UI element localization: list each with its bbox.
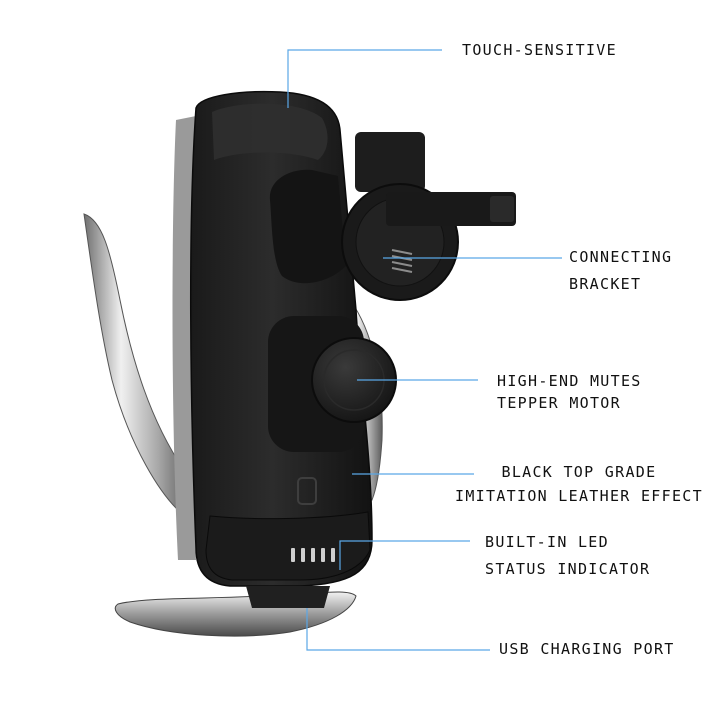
connecting-bracket bbox=[269, 132, 516, 301]
callout-leather-line-2: IMITATION LEATHER EFFECT bbox=[455, 487, 703, 505]
callout-stepper-motor: HIGH-END MUTES TEPPER MOTOR bbox=[497, 369, 642, 415]
leader-lines bbox=[287, 49, 562, 651]
callout-leather-line-1: BLACK TOP GRADE bbox=[501, 463, 657, 481]
callout-led-line-1: BUILT-IN LED bbox=[485, 533, 609, 551]
callout-motor-line-2: TEPPER MOTOR bbox=[497, 394, 621, 412]
logo-emblem bbox=[297, 477, 317, 505]
callout-motor-line-1: HIGH-END MUTES bbox=[497, 372, 642, 390]
callout-bracket-line-2: BRACKET bbox=[569, 275, 642, 293]
callout-usb-line-1: USB CHARGING PORT bbox=[499, 640, 675, 658]
callout-usb-port: USB CHARGING PORT bbox=[499, 637, 675, 661]
touch-pad-top bbox=[212, 103, 328, 160]
callout-touch-sensitive: TOUCH-SENSITIVE bbox=[462, 38, 617, 62]
leader-led-indicator bbox=[339, 540, 470, 570]
leader-usb-port bbox=[306, 608, 490, 651]
callout-bracket-line-1: CONNECTING bbox=[569, 248, 673, 266]
stepper-motor-knob bbox=[268, 316, 397, 452]
callout-connecting-bracket: CONNECTING BRACKET bbox=[569, 245, 672, 296]
lower-panel bbox=[205, 511, 371, 581]
leader-touch-sensitive bbox=[287, 49, 442, 108]
usb-port-block bbox=[246, 586, 330, 608]
body-chrome-rail bbox=[172, 116, 196, 560]
led-status-grille bbox=[291, 548, 335, 562]
callout-led-indicator: BUILT-IN LED STATUS INDICATOR bbox=[485, 530, 650, 581]
callout-touch-line-1: TOUCH-SENSITIVE bbox=[462, 41, 617, 59]
callout-led-line-2: STATUS INDICATOR bbox=[485, 560, 651, 578]
callout-leather-effect: BLACK TOP GRADE IMITATION LEATHER EFFECT bbox=[455, 460, 703, 508]
